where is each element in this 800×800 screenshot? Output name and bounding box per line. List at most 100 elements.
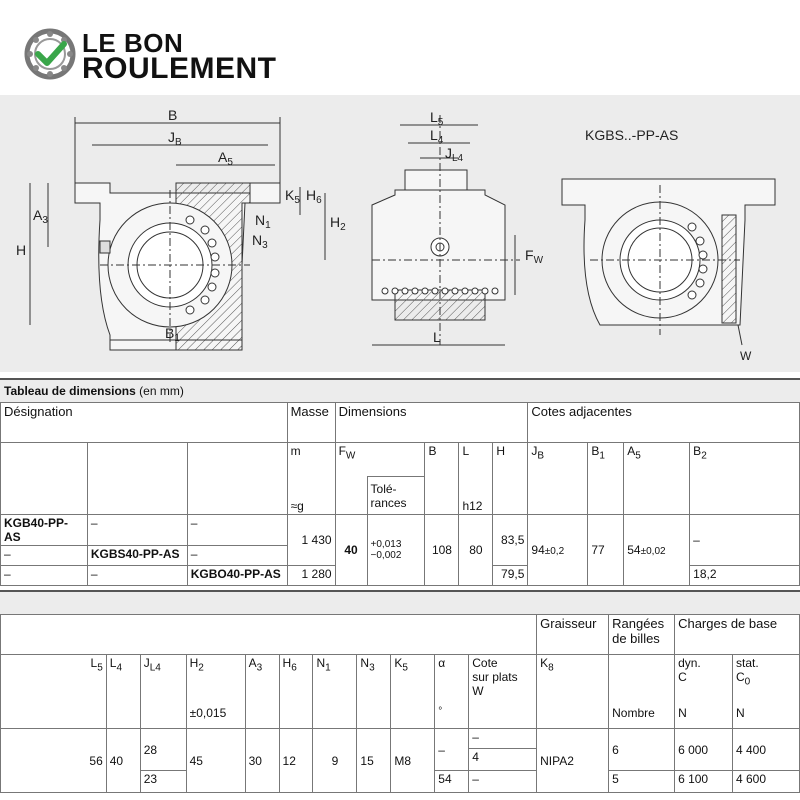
val-JL4-1: 28 — [139, 728, 187, 771]
header-JB: JB — [527, 442, 589, 477]
header2-stat: stat.C0 — [731, 654, 800, 705]
label-N3: N3 — [252, 232, 268, 251]
header-masse: Masse — [286, 402, 336, 443]
val-H6: 12 — [278, 728, 314, 793]
label-H: H — [16, 242, 26, 258]
table-row: 56 40 28 45 30 12 9 15 M8 – – NIPA2 6 6 … — [0, 728, 800, 793]
label-JL4: JL4 — [445, 145, 464, 164]
header-tolerances: Tolé-rances — [366, 476, 426, 515]
header2-dyn: dyn.C — [674, 654, 733, 705]
header2-n-unit: N — [674, 704, 733, 729]
header2-alpha: α — [434, 654, 470, 705]
header-H: H — [492, 442, 529, 477]
row1-d1: KGB40-PP-AS — [0, 514, 88, 546]
bearing-logo-icon — [24, 28, 76, 80]
header2-L4: L4 — [105, 654, 141, 705]
B-value: 108 — [424, 514, 460, 586]
val-N1: 9 — [312, 728, 358, 793]
side-view-housing-top — [404, 169, 468, 191]
header2-K8: K8 — [536, 654, 610, 705]
table1-title: Tableau de dimensions — [4, 384, 136, 398]
L-value: 80 — [458, 514, 494, 586]
label-L: L — [433, 329, 441, 345]
row1-d3: – — [186, 514, 288, 546]
dimensions-table: Désignation Masse Dimensions Cotes adjac… — [0, 402, 800, 586]
header2-H6: H6 — [278, 654, 314, 705]
row3-d3: KGBO40-PP-AS — [186, 565, 288, 586]
B2-value-1: – — [689, 514, 800, 566]
val-K8: NIPA2 — [536, 728, 610, 793]
header2-N3: N3 — [356, 654, 392, 705]
masse-2: 1 280 — [286, 565, 336, 586]
val-dyn-1: 6 000 — [674, 728, 733, 771]
label-A5: A5 — [218, 149, 233, 168]
table1-title-unit: (en mm) — [139, 384, 184, 398]
header2-H2: H2 — [185, 654, 246, 705]
val-JL4-2: 23 — [139, 770, 187, 793]
label-H6: H6 — [306, 187, 322, 206]
label-K5: K5 — [285, 187, 300, 206]
header-L: L — [458, 442, 494, 477]
table1-title-bar: Tableau de dimensions (en mm) — [0, 378, 800, 402]
table-row: 23 54 – 5 6 100 4 600 — [1, 770, 800, 793]
header2-JL4: JL4 — [139, 654, 187, 705]
header2-nombre: Nombre — [608, 704, 676, 729]
header-dimensions: Dimensions — [334, 402, 529, 443]
label-JB: JB — [168, 129, 182, 148]
kgbs-view-screw — [721, 214, 737, 324]
label-A3: A3 — [33, 207, 48, 226]
val-alpha-1: – — [434, 728, 470, 771]
JB-value: 94±0,2 — [527, 514, 589, 586]
row3-d2: – — [86, 565, 188, 586]
drawing-svg: B JB A5 K5 H6 A3 H N1 N3 H2 B1 L5 L4 JL4… — [16, 107, 776, 363]
header2-N1: N1 — [312, 654, 358, 705]
label-L4: L4 — [430, 127, 444, 146]
val-L4: 40 — [105, 728, 141, 793]
header-B: B — [424, 442, 460, 477]
val-rang-2: 5 — [608, 770, 676, 793]
header2-n-unit2: N — [731, 704, 800, 729]
label-N1: N1 — [255, 212, 271, 231]
masse-1: 1 430 — [286, 514, 336, 566]
val-K5: M8 — [390, 728, 436, 793]
header-B1: B1 — [587, 442, 625, 477]
header-m: m — [286, 442, 336, 477]
val-stat-2: 4 600 — [731, 770, 800, 793]
header-g: ≈g — [286, 476, 336, 515]
header-graisseur: Graisseur — [536, 614, 610, 655]
val-H2: 45 — [185, 728, 246, 793]
B1-value: 77 — [587, 514, 625, 586]
table2-title-bar — [0, 590, 800, 614]
header-designation: Désignation — [0, 402, 288, 443]
header2-h2-tol: ±0,015 — [185, 704, 246, 729]
header-B2: B2 — [689, 442, 800, 477]
label-FW: FW — [525, 247, 544, 266]
val-cote-3: – — [468, 770, 538, 793]
val-rang-1: 6 — [608, 728, 676, 771]
logo-line2: ROULEMENT — [82, 52, 277, 85]
header-h12: h12 — [458, 476, 494, 515]
front-view-balls — [185, 215, 220, 315]
label-variant: KGBS..-PP-AS — [585, 127, 678, 143]
technical-drawing: B JB A5 K5 H6 A3 H N1 N3 H2 B1 L5 L4 JL4… — [0, 95, 800, 372]
label-B1: B1 — [165, 325, 180, 344]
val-L5: 56 — [0, 728, 107, 793]
header2-A3: A3 — [244, 654, 280, 705]
val-cote-2: 4 — [468, 748, 538, 771]
label-B: B — [168, 107, 177, 123]
label-H2: H2 — [330, 214, 346, 233]
table-row: KGB40-PP-AS – – 1 430 40 +0,013−0,002 10… — [0, 514, 800, 586]
header2-K5: K5 — [390, 654, 436, 705]
fw-value: 40 — [334, 514, 368, 586]
val-stat-1: 4 400 — [731, 728, 800, 771]
logo-line1: LE BON — [82, 28, 184, 58]
val-alpha-2: 54 — [434, 770, 470, 793]
header-A5: A5 — [623, 442, 691, 477]
A5-value: 54±0,02 — [623, 514, 691, 586]
table-row: – – KGBO40-PP-AS 1 280 79,5 18,2 — [0, 565, 800, 586]
header-cotes: Cotes adjacentes — [527, 402, 800, 443]
brand-logo: LE BON ROULEMENT — [24, 26, 304, 85]
row2-d1: – — [0, 545, 88, 566]
